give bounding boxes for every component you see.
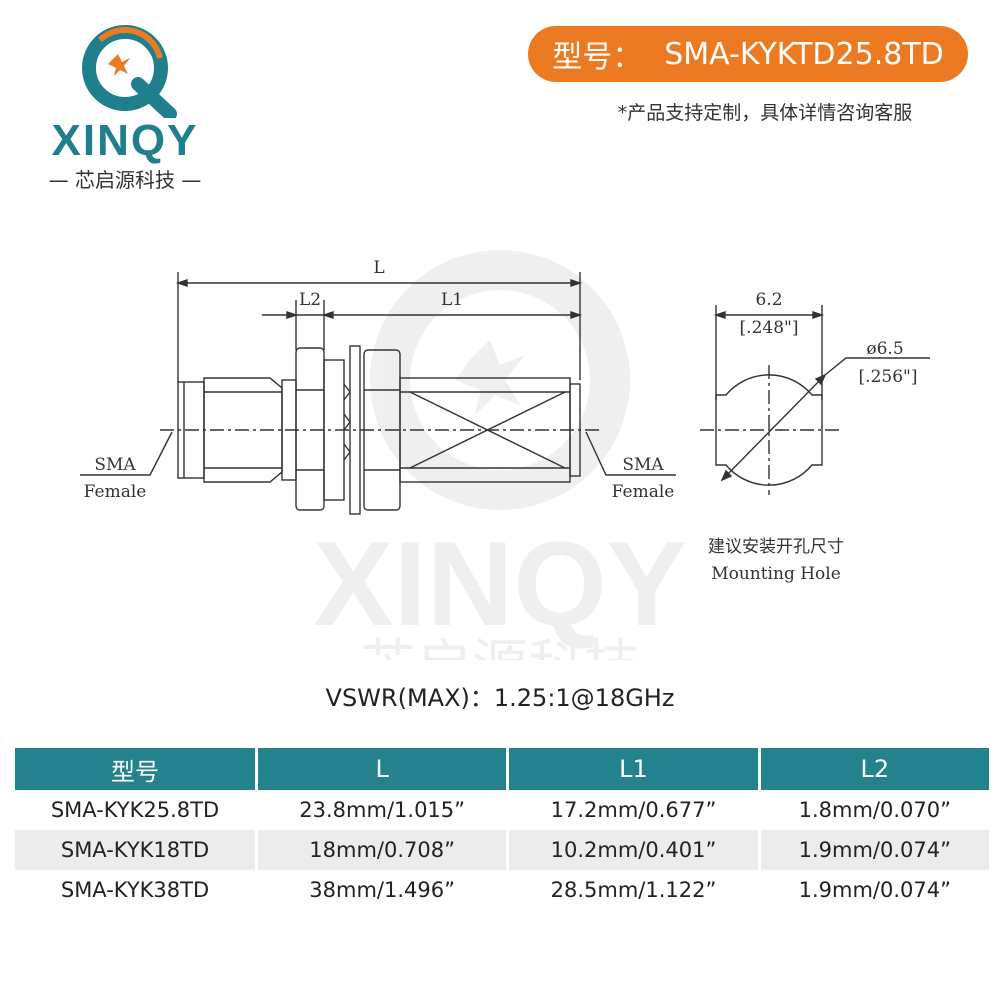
table-row: SMA-KYK38TD 38mm/1.496” 28.5mm/1.122” 1.… <box>15 870 989 910</box>
dimension-l2-label: L2 <box>299 290 321 310</box>
table-row: SMA-KYK18TD 18mm/0.708” 10.2mm/0.401” 1.… <box>15 830 989 870</box>
dimension-l1-label: L1 <box>441 290 463 310</box>
watermark: XINQY 芯启源科技 <box>313 250 687 660</box>
table-cell-model: SMA-KYK25.8TD <box>50 798 220 822</box>
table-header-l2: L2 <box>760 748 989 790</box>
hole-diameter-label: ø6.5 <box>866 339 903 359</box>
table-cell-l2: 1.9mm/0.074” <box>798 878 952 902</box>
left-connector-label-1: SMA <box>94 455 136 475</box>
table-header-model: 型号 <box>15 748 255 790</box>
table-cell-l: 23.8mm/1.015” <box>299 798 466 822</box>
table-cell-l2: 1.9mm/0.074” <box>760 830 989 870</box>
customization-note: *产品支持定制，具体详情咨询客服 <box>617 102 913 124</box>
hole-diameter-inch-label: [.256"] <box>859 367 918 387</box>
table-cell-model: SMA-KYK38TD <box>60 878 210 902</box>
table-cell-l1: 28.5mm/1.122” <box>550 878 717 902</box>
table-header-row: 型号 L L1 L2 <box>15 748 989 790</box>
right-connector-label-2: Female <box>612 482 675 502</box>
table-row: SMA-KYK25.8TD 23.8mm/1.015” 17.2mm/0.677… <box>15 790 989 830</box>
left-connector-label-2: Female <box>84 482 147 502</box>
model-value: SMA-KYKTD25.8TD <box>664 36 944 72</box>
table-cell-l2: 1.8mm/0.070” <box>798 798 952 822</box>
table-cell-l: 18mm/0.708” <box>258 830 507 870</box>
table-cell-model: SMA-KYK18TD <box>15 830 255 870</box>
mounting-hole-caption-cn: 建议安装开孔尺寸 <box>708 537 844 557</box>
table-header-l: L <box>258 748 507 790</box>
table-cell-l1: 10.2mm/0.401” <box>509 830 758 870</box>
brand-tagline: — 芯启源科技 — <box>48 168 202 192</box>
vswr-spec: VSWR(MAX)：1.25:1@18GHz <box>325 684 675 712</box>
table-header-l1: L1 <box>509 748 758 790</box>
connector-drawing: XINQY 芯启源科技 <box>80 250 930 660</box>
dimension-l-label: L <box>373 258 384 278</box>
brand-logo: XINQY — 芯启源科技 — <box>20 18 230 192</box>
hole-width-inch-label: [.248"] <box>740 318 799 338</box>
brand-name: XINQY <box>51 116 199 165</box>
logo-mark-icon <box>82 25 177 118</box>
watermark-brand: XINQY <box>313 517 686 651</box>
table-cell-l1: 17.2mm/0.677” <box>550 798 717 822</box>
spec-table: 型号 L L1 L2 SMA-KYK25.8TD 23.8mm/1.015” 1… <box>12 748 992 910</box>
watermark-tagline: 芯启源科技 <box>360 634 640 660</box>
hole-width-label: 6.2 <box>755 290 782 310</box>
model-label: 型号： <box>552 40 643 75</box>
table-cell-l: 38mm/1.496” <box>309 878 456 902</box>
right-connector-label-1: SMA <box>622 455 664 475</box>
model-badge: 型号： SMA-KYKTD25.8TD <box>528 26 968 82</box>
mounting-hole-caption-en: Mounting Hole <box>711 564 841 584</box>
